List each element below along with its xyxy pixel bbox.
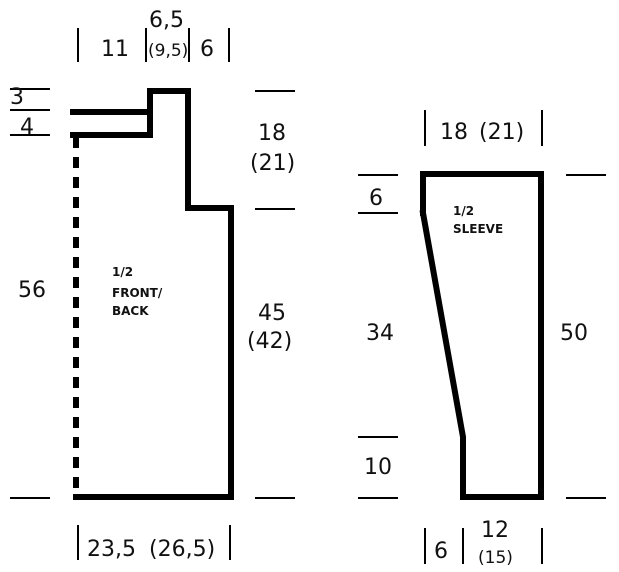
dim-neck-drop-front: 4 <box>20 115 34 140</box>
sleeve-left-dims: 6 34 10 <box>358 174 398 499</box>
piece-label-fraction: 1/2 <box>112 265 133 279</box>
dim-sleeve-top-width-alt: (21) <box>479 120 524 145</box>
piece-label-back: BACK <box>112 304 149 318</box>
dim-sleeve-top-width: 18 <box>440 120 468 145</box>
front-back-outline <box>70 88 234 500</box>
dim-neck-width: 6,5 <box>149 8 184 33</box>
piece-label-front: FRONT/ <box>112 286 163 300</box>
dim-sleeve-cuff-height: 10 <box>364 455 392 480</box>
front-back-piece: 1/2 FRONT/ BACK <box>70 88 234 500</box>
sleeve-piece: 1/2 SLEEVE <box>419 171 544 500</box>
sleeve-top-dims: 18 (21) <box>424 110 543 146</box>
front-back-right-dims: 18 (21) 45 (42) <box>247 90 295 499</box>
front-back-bottom-dims: 23,5 (26,5) <box>77 525 231 562</box>
dim-bottom-width-alt: (26,5) <box>149 537 215 562</box>
dim-sleeve-cuff-width: 12 <box>481 518 509 543</box>
sleeve-outline <box>419 171 544 500</box>
dim-side-length-alt: (42) <box>247 329 292 354</box>
dim-neck-width-alt: (9,5) <box>148 41 188 61</box>
sleeve-label-name: SLEEVE <box>453 222 503 236</box>
dim-neck-drop-back: 3 <box>10 85 24 110</box>
sleeve-right-dims: 50 <box>560 174 606 499</box>
dim-body-height: 56 <box>18 278 46 303</box>
dim-armhole-depth: 18 <box>258 121 286 146</box>
dim-sleeve-total-length: 50 <box>560 321 588 346</box>
dim-sleeve-cuff-inset: 6 <box>434 539 448 564</box>
dim-top-left-width: 11 <box>101 37 129 62</box>
sleeve-bottom-dims: 6 12 (15) <box>424 518 543 568</box>
dim-sleeve-cap-height: 6 <box>369 186 383 211</box>
dim-side-length: 45 <box>258 301 286 326</box>
sleeve-label-fraction: 1/2 <box>453 204 474 218</box>
dim-armhole-depth-alt: (21) <box>250 151 295 176</box>
front-back-top-dims: 11 6,5 (9,5) 6 <box>77 8 230 62</box>
dim-bottom-width: 23,5 <box>87 537 136 562</box>
front-back-neck-drop-dims: 3 4 <box>10 85 50 140</box>
dim-sleeve-cuff-width-alt: (15) <box>478 548 513 568</box>
dim-shoulder-width: 6 <box>200 37 214 62</box>
dim-sleeve-taper: 34 <box>366 321 394 346</box>
